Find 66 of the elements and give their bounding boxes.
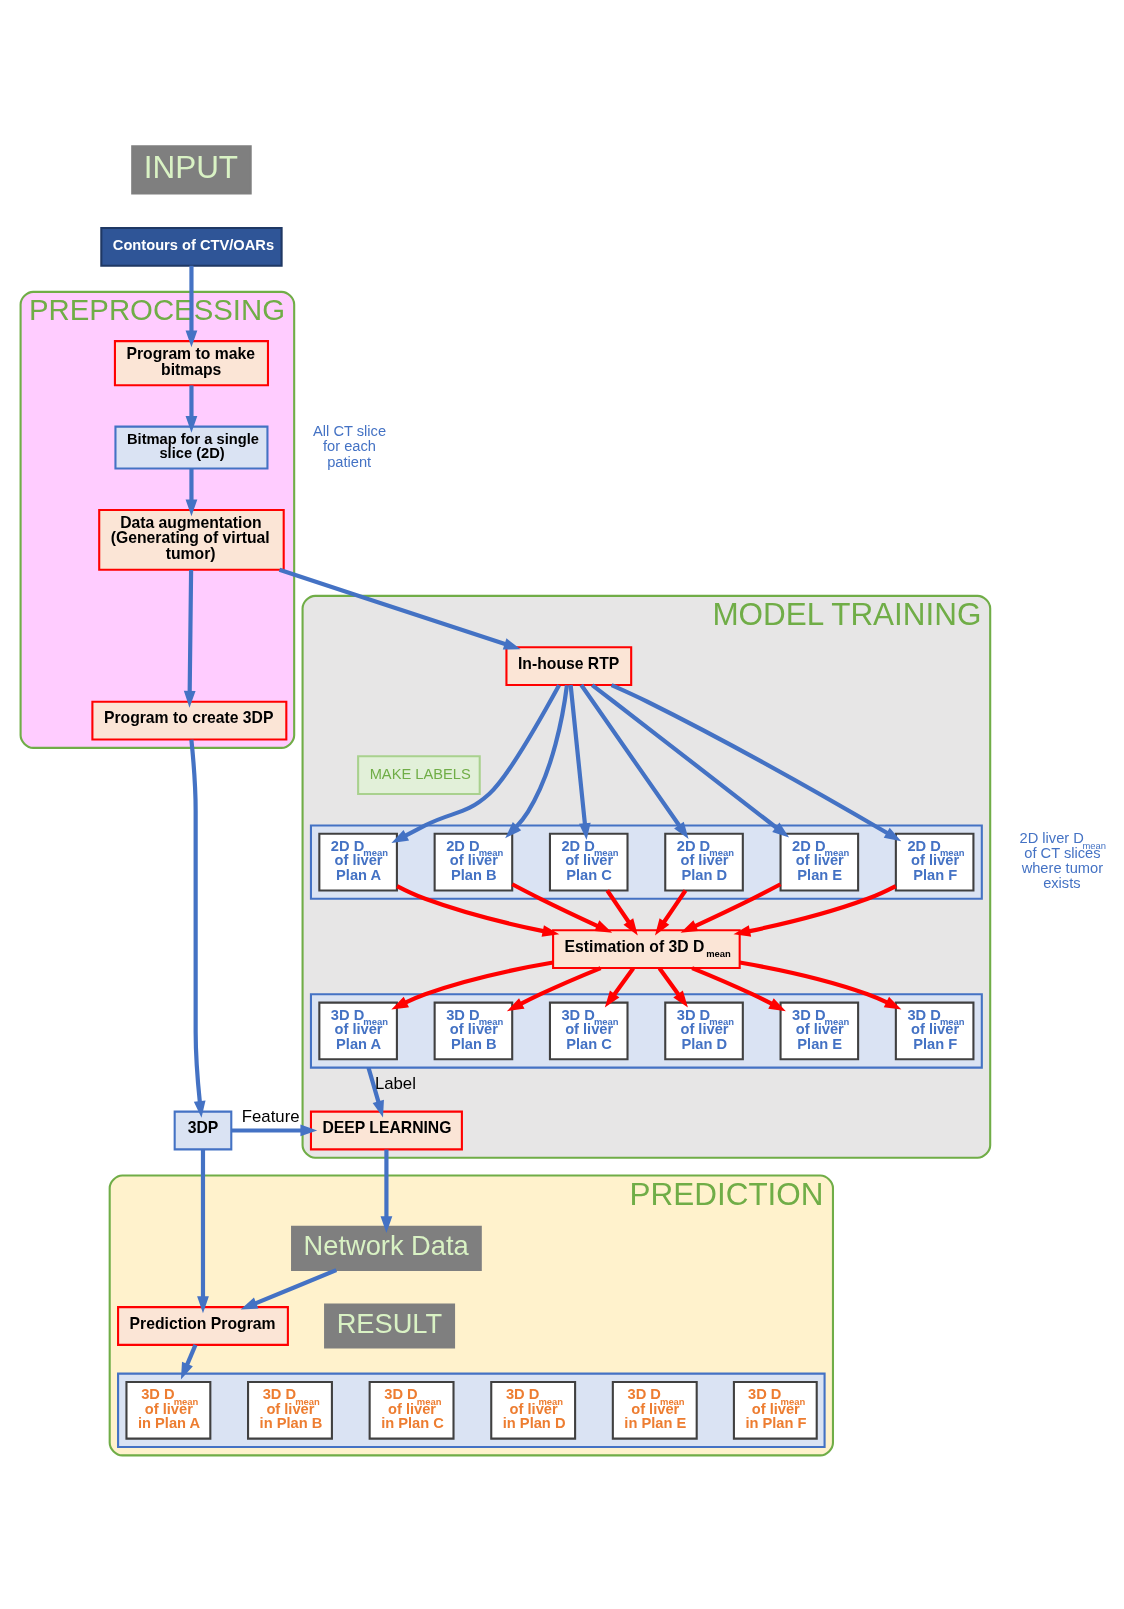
node-box: 3DP [173,1110,233,1150]
arrow [610,682,902,841]
arrow [396,883,560,937]
node-box: 3D D$_{mean}$ of liver Plan D [664,1001,744,1060]
node-box: 2D D$_{mean}$ of liver Plan B [433,832,514,891]
node-box: MAKE LABELS [357,754,481,795]
arrow [278,567,521,650]
arrow [506,965,602,1011]
arrow [680,881,782,933]
node-box: INPUT [131,144,252,194]
arrow [657,966,688,1008]
label: All CT slice for each patient [313,422,387,470]
arrow [185,384,198,433]
arrow [733,883,897,937]
arrow [739,960,902,1010]
node-box: 3D D$_{mean}$ of liver in Plan B [247,1380,333,1440]
arrow [691,965,786,1011]
arrow [604,966,635,1008]
node-box: Prediction Program [117,1305,289,1346]
node-box: Network Data [291,1225,482,1271]
cluster [117,1372,826,1448]
arrow [380,1149,393,1233]
label: 2D liver D$_{mean}$ of CT slices where tumor exists [1019,829,1107,890]
node-box: 2D D$_{mean}$ of liver Plan F [894,832,975,891]
node-box: 3D D$_{mean}$ of liver Plan C [548,1001,629,1060]
node-box: Estimation of 3D D$_{mean}$ [552,928,741,969]
node-box: RESULT [324,1302,456,1348]
node-box: 3D D$_{mean}$ of liver in Plan F [732,1380,818,1440]
arrow [185,468,198,516]
arrow [605,888,638,935]
arrow [391,960,554,1010]
arrow [197,1148,209,1313]
arrow [511,881,613,933]
arrow [654,888,688,935]
node-box: DEEP LEARNING [309,1110,463,1150]
edge-label: Feature [241,1106,300,1126]
arrow [568,684,591,840]
node-box: 3D D$_{mean}$ of liver in Plan C [368,1380,455,1440]
node-box: Contours of CTV/OARs [100,226,283,267]
node-box: Data augmentation (Generating of virtual tumor) [98,508,285,571]
node-box: Program to create 3DP [91,700,288,741]
node-box: 3D D$_{mean}$ of liver Plan B [433,1001,514,1060]
arrow [231,1124,318,1136]
arrow [590,682,790,838]
node-box: Program to make bitmaps [113,339,270,386]
node-box: 3D D$_{mean}$ of liver in Plan E [611,1380,698,1440]
node-box: Bitmap for a single slice (2D) [114,425,269,470]
arrow [189,739,206,1118]
node-box: In-house RTP [505,645,633,686]
node-box: 3D D$_{mean}$ of liver in Plan D [490,1380,577,1440]
arrow [180,1343,198,1379]
node-box: 2D D$_{mean}$ of liver Plan D [664,832,744,891]
node-box: 2D D$_{mean}$ of liver Plan A [318,832,398,891]
arrow [366,1066,384,1118]
node-box: 3D D$_{mean}$ of liver Plan F [894,1001,975,1060]
arrow [240,1267,338,1309]
node-box: 3D D$_{mean}$ of liver Plan E [779,1001,860,1060]
arrow [505,684,569,838]
node-box: 3D D$_{mean}$ of liver Plan A [318,1001,398,1060]
edge-label: Label [374,1073,416,1093]
node-box: 2D D$_{mean}$ of liver Plan C [548,832,629,891]
arrow [579,683,689,839]
node-box: 2D D$_{mean}$ of liver Plan E [779,832,860,891]
node-box: 3D D$_{mean}$ of liver in Plan A [125,1380,212,1440]
arrow [183,569,196,708]
arrow [391,683,561,843]
